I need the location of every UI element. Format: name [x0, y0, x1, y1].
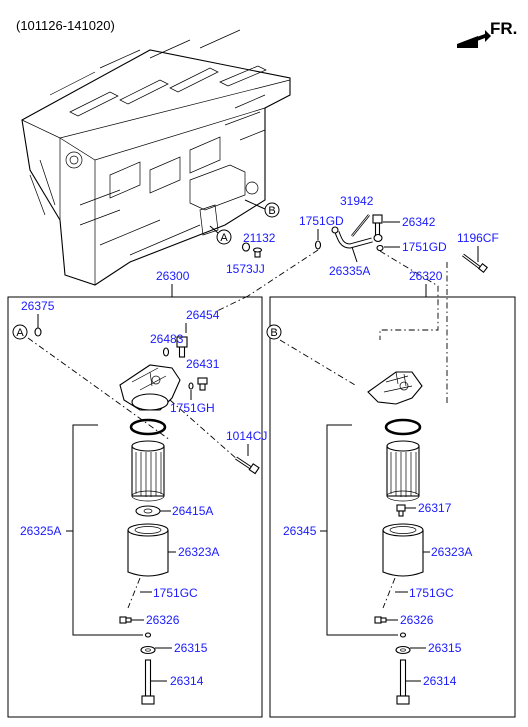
bracket-26345 [320, 424, 398, 636]
label-21132: 21132 [243, 231, 276, 245]
plug-26375-drawing [34, 327, 42, 337]
callout-a-block: A [216, 229, 232, 245]
label-1751GC-r: 1751GC [409, 586, 454, 600]
o-ring-right-drawing [384, 418, 422, 436]
label-1751GD-a: 1751GD [299, 214, 344, 228]
assembly-frame-26300 [7, 296, 263, 718]
route-line-b [279, 339, 356, 386]
washer-26315-left-drawing [140, 645, 156, 655]
serial-range-text: (101126-141020) [16, 18, 115, 33]
callout-b-block: B [264, 202, 280, 218]
valve-26454-drawing [176, 336, 188, 358]
label-26326-r: 26326 [400, 613, 434, 627]
label-26342: 26342 [402, 215, 436, 229]
label-26300: 26300 [156, 269, 190, 283]
label-26317: 26317 [418, 501, 452, 515]
label-26320: 26320 [409, 269, 443, 283]
oil-pipe-26335A-drawing [331, 226, 383, 249]
label-26335A: 26335A [329, 264, 370, 278]
bolt-26342-drawing [372, 214, 383, 238]
route-line-left-drain [127, 577, 141, 609]
callout-b-frame: B [266, 324, 282, 340]
label-1751GH: 1751GH [170, 401, 215, 415]
label-26415A: 26415A [172, 504, 213, 518]
plug-26431-drawing [197, 377, 208, 391]
label-1573JJ: 1573JJ [226, 262, 265, 276]
ring-1751GD-a-drawing [314, 240, 322, 250]
label-26323A-r: 26323A [431, 545, 472, 559]
route-line-a [27, 337, 171, 441]
filter-case-right-drawing [382, 523, 424, 577]
seal-26483-drawing [162, 347, 170, 357]
plate-26415A-drawing [135, 505, 161, 517]
route-line-26320 [379, 250, 439, 340]
filter-element-left-drawing [131, 440, 165, 502]
center-bolt-26314-right-drawing [396, 659, 410, 705]
front-marker-text: FR. [490, 19, 517, 38]
bolt-1014CJ-drawing [235, 456, 260, 475]
label-26315-l: 26315 [174, 641, 208, 655]
route-line-1751GD [247, 249, 319, 297]
svg-text:B: B [270, 327, 277, 339]
center-bolt-26314-left-drawing [141, 659, 155, 705]
engine-block-drawing [21, 29, 291, 286]
filter-element-right-drawing [386, 440, 420, 502]
washer-26315-right-drawing [395, 645, 411, 655]
assembly-frame-26320 [269, 296, 516, 718]
label-26454: 26454 [186, 308, 220, 322]
front-arrow-icon [457, 30, 491, 48]
bracket-26325A [66, 424, 143, 636]
label-1014CJ: 1014CJ [226, 429, 267, 443]
label-1751GC-l: 1751GC [153, 586, 198, 600]
drain-plug-26326-right-drawing [374, 616, 387, 624]
label-26314-l: 26314 [170, 674, 204, 688]
seal-left-drawing [144, 632, 152, 638]
label-26326-l: 26326 [146, 613, 180, 627]
label-1751GD-b: 1751GD [402, 240, 447, 254]
label-26345: 26345 [283, 524, 317, 538]
callout-a-frame: A [12, 324, 28, 340]
filter-case-left-drawing [127, 523, 169, 577]
route-line-1014CJ [169, 399, 239, 461]
label-26375: 26375 [21, 299, 55, 313]
label-26314-r: 26314 [423, 674, 457, 688]
ring-1751GH-drawing [188, 382, 194, 390]
svg-text:A: A [16, 327, 24, 339]
bolt-26317-drawing [396, 504, 406, 517]
o-ring-left-drawing [129, 418, 167, 436]
route-line-right-drain [382, 577, 396, 609]
filter-head-left-drawing [119, 364, 181, 411]
plug-21132-drawing [241, 242, 263, 258]
ring-1751GD-b-drawing [376, 244, 384, 252]
bolt-31942-drawing [351, 214, 370, 237]
bolt-1196CF-drawing [462, 253, 488, 273]
label-26315-r: 26315 [428, 641, 462, 655]
drain-plug-26326-left-drawing [119, 616, 132, 624]
svg-text:A: A [220, 232, 228, 244]
label-31942: 31942 [340, 194, 374, 208]
label-26325A: 26325A [20, 524, 61, 538]
filter-head-right-drawing [367, 371, 423, 405]
svg-text:B: B [268, 205, 275, 217]
label-26431: 26431 [186, 357, 220, 371]
label-26483: 26483 [150, 332, 184, 346]
route-line-upper [214, 295, 249, 313]
seal-right-drawing [399, 632, 407, 638]
label-1196CF: 1196CF [457, 231, 499, 245]
label-26323A-l: 26323A [178, 545, 219, 559]
